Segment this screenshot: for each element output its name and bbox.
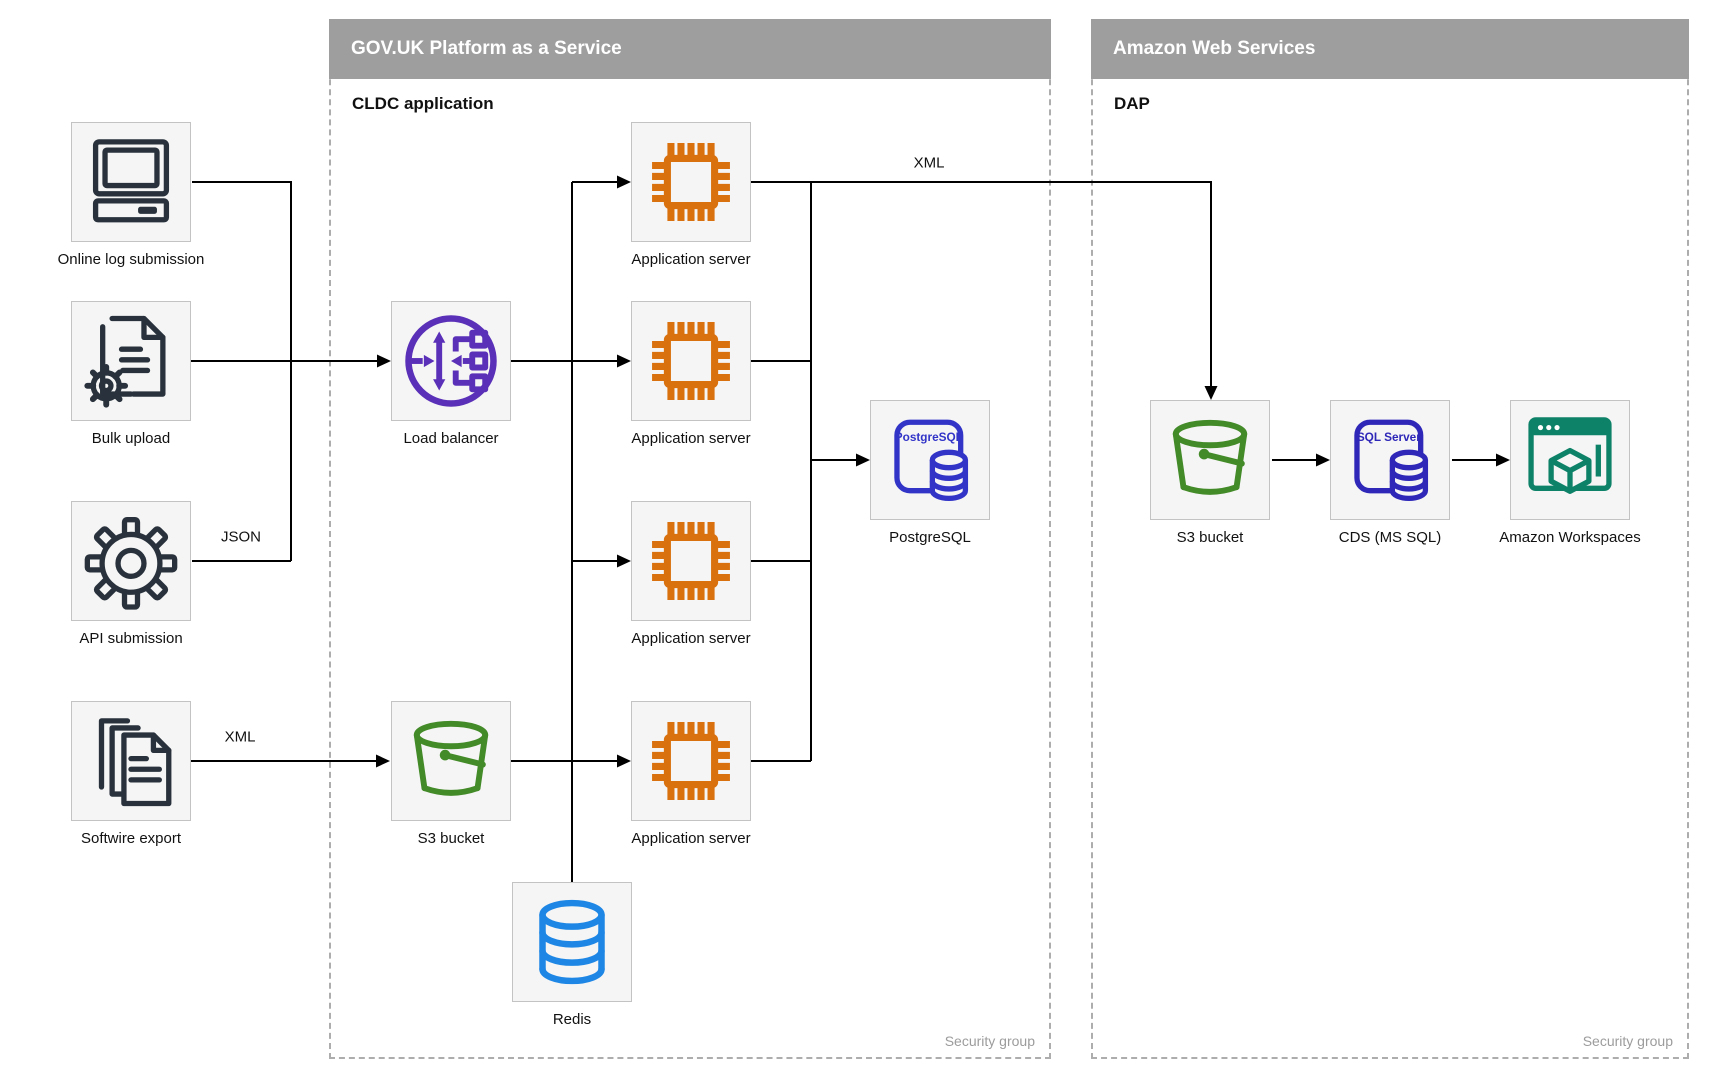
- container-aws-sublabel: DAP: [1114, 94, 1150, 113]
- node-box: [631, 501, 751, 621]
- edge-label-xml-aws: XML: [913, 154, 945, 172]
- node-s3-bucket-aws: S3 bucket: [1150, 400, 1270, 546]
- node-label: Application server: [631, 251, 751, 268]
- node-label: Redis: [552, 1011, 592, 1028]
- node-label: Load balancer: [403, 430, 499, 447]
- node-application-server-1: Application server: [631, 122, 751, 268]
- edge-label-xml-softwire: XML: [224, 728, 256, 746]
- node-redis: Redis: [512, 882, 632, 1028]
- node-label: Online log submission: [57, 251, 205, 268]
- container-aws-header: Amazon Web Services: [1091, 19, 1689, 79]
- container-govuk-paas: GOV.UK Platform as a Service CLDC applic…: [329, 19, 1051, 1059]
- bulk-upload-document-icon: [84, 315, 166, 408]
- sql-server-database-icon: SQL Server: [1354, 419, 1429, 502]
- node-label: Softwire export: [80, 830, 182, 847]
- postgresql-database-icon: PostgreSQL: [894, 419, 969, 502]
- node-cds-ms-sql: SQL Server CDS (MS SQL): [1330, 400, 1450, 546]
- gear-icon: [84, 517, 178, 610]
- node-box: [631, 701, 751, 821]
- node-box: [71, 122, 191, 242]
- node-label: Bulk upload: [91, 430, 171, 447]
- svg-text:PostgreSQL: PostgreSQL: [895, 431, 963, 444]
- node-label: API submission: [79, 630, 183, 647]
- node-label: Amazon Workspaces: [1499, 529, 1641, 546]
- container-aws-security-group-label: Security group: [1582, 1033, 1673, 1049]
- node-label: CDS (MS SQL): [1338, 529, 1442, 546]
- node-label: Application server: [631, 630, 751, 647]
- node-box: [391, 301, 511, 421]
- load-balancer-icon: [405, 315, 497, 407]
- node-box: [1150, 400, 1270, 520]
- cpu-chip-icon: [652, 522, 730, 600]
- edge-label-json: JSON: [220, 528, 262, 546]
- s3-bucket-icon: [1172, 419, 1248, 495]
- node-box: [631, 301, 751, 421]
- node-s3-bucket-paas: S3 bucket: [391, 701, 511, 847]
- node-box: [71, 501, 191, 621]
- svg-text:SQL Server: SQL Server: [1357, 431, 1421, 444]
- node-label: Application server: [631, 830, 751, 847]
- node-application-server-4: Application server: [631, 701, 751, 847]
- container-govuk-security-group-label: Security group: [944, 1033, 1035, 1049]
- cpu-chip-icon: [652, 722, 730, 800]
- node-box: [391, 701, 511, 821]
- database-cylinder-icon: [539, 899, 605, 985]
- node-label: Application server: [631, 430, 751, 447]
- node-box: [71, 301, 191, 421]
- node-box: [512, 882, 632, 1002]
- node-postgresql: PostgreSQL PostgreSQL: [870, 400, 990, 546]
- node-application-server-3: Application server: [631, 501, 751, 647]
- node-online-log-submission: Online log submission: [58, 122, 204, 268]
- node-box: PostgreSQL: [870, 400, 990, 520]
- workspaces-window-cube-icon: [1528, 417, 1612, 494]
- node-box: [631, 122, 751, 242]
- node-amazon-workspaces: Amazon Workspaces: [1499, 400, 1641, 546]
- node-box: [71, 701, 191, 821]
- node-api-submission: API submission: [71, 501, 191, 647]
- node-label: PostgreSQL: [889, 529, 971, 546]
- node-softwire-export: Softwire export: [71, 701, 191, 847]
- container-govuk-sublabel: CLDC application: [352, 94, 494, 113]
- node-application-server-2: Application server: [631, 301, 751, 447]
- node-box: SQL Server: [1330, 400, 1450, 520]
- container-govuk-header: GOV.UK Platform as a Service: [329, 19, 1051, 79]
- s3-bucket-icon: [413, 720, 489, 796]
- cpu-chip-icon: [652, 322, 730, 400]
- documents-stack-icon: [98, 718, 172, 807]
- computer-icon: [92, 139, 170, 223]
- node-bulk-upload: Bulk upload: [71, 301, 191, 447]
- container-aws: Amazon Web Services DAP Security group: [1091, 19, 1689, 1059]
- cpu-chip-icon: [652, 143, 730, 221]
- node-label: S3 bucket: [1176, 529, 1244, 546]
- node-label: S3 bucket: [417, 830, 485, 847]
- node-box: [1510, 400, 1630, 520]
- node-load-balancer: Load balancer: [391, 301, 511, 447]
